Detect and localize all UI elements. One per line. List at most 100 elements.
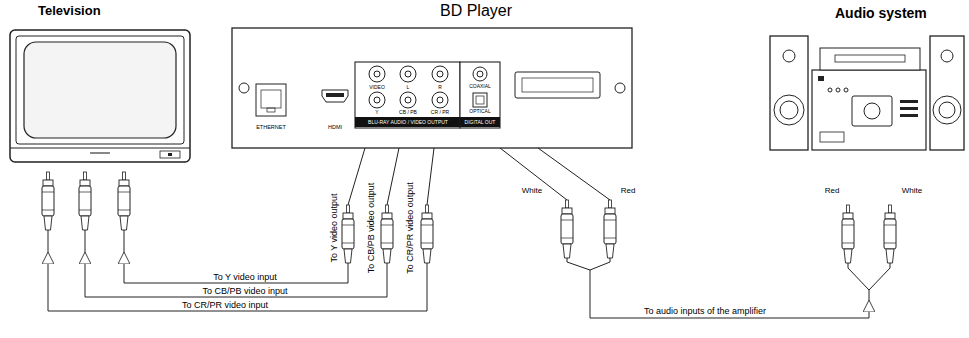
audio-system-drawing xyxy=(933,96,961,124)
bd-player-panel xyxy=(322,90,348,102)
tv-plugs xyxy=(79,172,91,230)
panel-band-label: DIGITAL OUT xyxy=(465,120,496,125)
audio-system-drawing xyxy=(812,70,926,150)
bd-video-plugs xyxy=(387,263,388,270)
bd-video-plugs xyxy=(427,263,428,270)
bd-video-plugs xyxy=(342,148,434,270)
audio-system-drawing xyxy=(864,103,880,119)
bd-player-panel xyxy=(477,71,483,77)
television-drawing xyxy=(24,42,176,138)
audio-system-plugs xyxy=(884,205,896,263)
connector-label: To Y video input xyxy=(211,273,279,282)
television-drawing xyxy=(16,36,184,144)
audio-system-plugs xyxy=(848,263,869,300)
device-node: BD Player xyxy=(222,0,637,270)
jack-label: Red xyxy=(824,187,841,195)
tv-plugs xyxy=(48,230,49,252)
cable-connector xyxy=(124,252,348,283)
device-title: Television xyxy=(38,4,101,19)
connector-label: To CR/PR video input xyxy=(180,301,270,310)
bd-player-panel xyxy=(460,117,500,127)
audio-system-plugs xyxy=(869,263,890,290)
tv-plugs xyxy=(118,172,130,230)
bd-video-plugs xyxy=(342,205,354,263)
bd-video-plugs xyxy=(348,263,349,270)
audio-system-drawing xyxy=(844,88,848,92)
bd-audio-plugs xyxy=(590,258,610,270)
cable-connector xyxy=(590,270,869,318)
audio-system-drawing xyxy=(852,96,892,126)
jack-label: COAXIAL xyxy=(468,84,492,89)
audio-system-plugs xyxy=(842,205,896,300)
bd-player-panel xyxy=(473,67,487,81)
audio-system-drawing xyxy=(783,50,795,62)
audio-system-drawing xyxy=(770,36,808,150)
audio-system-drawing xyxy=(770,36,964,150)
jack-label: VIDEO xyxy=(368,85,386,90)
bd-player-panel xyxy=(460,62,500,128)
bd-video-plugs xyxy=(381,205,393,263)
jack-label: White xyxy=(521,187,543,195)
audio-system-drawing xyxy=(820,132,844,142)
bd-player-panel xyxy=(256,84,286,116)
audio-system-drawing xyxy=(828,88,832,92)
bd-audio-plugs xyxy=(500,148,616,270)
jack-label: Y xyxy=(374,110,379,115)
bd-player-panel xyxy=(473,93,487,107)
audio-system-drawing xyxy=(930,36,964,150)
cable-label: To Y video output xyxy=(330,192,339,263)
television-drawing xyxy=(168,153,172,156)
bd-player-panel xyxy=(437,97,443,103)
bd-player-panel xyxy=(326,93,344,97)
television-drawing xyxy=(90,152,110,154)
television-drawing xyxy=(10,30,190,162)
bd-player-panel xyxy=(267,108,275,112)
bd-player-panel xyxy=(437,71,443,77)
bd-audio-plugs xyxy=(561,200,573,258)
television-drawing xyxy=(160,151,180,158)
device-node: Audio system xyxy=(765,0,965,300)
jack-label: OPTICAL xyxy=(468,109,491,114)
audio-system-drawing xyxy=(818,76,824,81)
bd-player-panel xyxy=(405,97,411,103)
device-title: Audio system xyxy=(835,5,927,21)
television-drawing xyxy=(10,30,190,162)
bd-player-panel xyxy=(476,96,484,104)
jack-label: CB / PB xyxy=(398,110,418,115)
bd-player-panel xyxy=(369,92,385,108)
bd-video-plugs xyxy=(427,148,434,205)
bd-player-panel xyxy=(261,90,281,108)
bd-video-plugs xyxy=(348,148,365,205)
bd-player-panel xyxy=(369,66,385,82)
cable-connector xyxy=(85,252,387,297)
jack-label: HDMI xyxy=(327,125,343,131)
bd-player-panel xyxy=(515,72,600,98)
audio-system-drawing xyxy=(774,95,804,125)
audio-system-drawing xyxy=(939,102,955,118)
connector-label: To CB/PB video input xyxy=(200,287,289,296)
audio-system-drawing xyxy=(900,107,918,110)
audio-system-drawing xyxy=(900,114,918,117)
bd-player-panel xyxy=(374,97,380,103)
bd-audio-plugs xyxy=(538,148,610,200)
bd-audio-plugs xyxy=(500,148,567,200)
bd-audio-plugs xyxy=(567,258,590,270)
jack-label: R xyxy=(437,85,443,90)
bd-player-panel xyxy=(400,92,416,108)
connector-label: To audio inputs of the amplifier xyxy=(642,307,768,316)
bd-player-panel xyxy=(432,92,448,108)
bd-player-panel xyxy=(522,78,593,92)
jack-label: Red xyxy=(620,187,637,195)
television-drawing xyxy=(10,148,190,149)
audio-system-drawing xyxy=(900,100,918,103)
bd-audio-plugs xyxy=(604,200,616,258)
tv-plugs xyxy=(85,230,86,252)
bd-player-panel xyxy=(405,71,411,77)
tv-plugs xyxy=(42,172,130,252)
device-title: BD Player xyxy=(440,2,512,20)
bd-player-panel xyxy=(432,66,448,82)
bd-player-panel xyxy=(400,66,416,82)
